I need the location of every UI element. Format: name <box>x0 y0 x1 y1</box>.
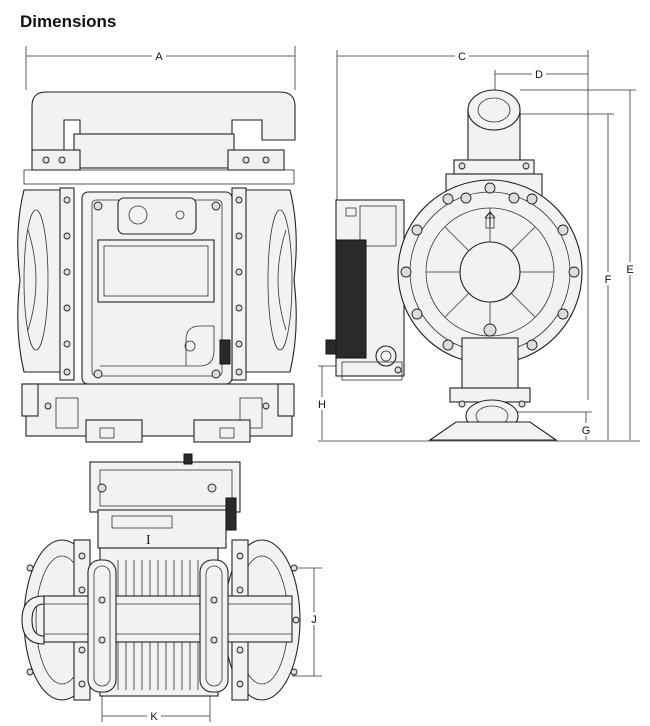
page-title: Dimensions <box>20 12 117 31</box>
dim-label-j: J <box>311 614 317 626</box>
dim-label-c: C <box>458 51 466 63</box>
dim-label-g: G <box>582 425 591 437</box>
side-view: C D E F G H <box>315 49 640 442</box>
front-bolts-right <box>235 196 243 376</box>
front-view: A <box>17 46 297 443</box>
side-perimeter-bolts <box>400 182 580 351</box>
front-bolts-left <box>63 196 71 376</box>
top-view-bolts <box>24 552 300 688</box>
top-view: J K I <box>21 453 322 723</box>
svg-text:I: I <box>146 533 151 548</box>
dim-label-e: E <box>626 264 633 276</box>
dim-label-f: F <box>605 274 612 286</box>
dim-label-a: A <box>155 51 163 63</box>
dim-label-h: H <box>318 399 326 411</box>
dim-label-d: D <box>535 69 543 81</box>
dim-label-k: K <box>150 711 158 723</box>
